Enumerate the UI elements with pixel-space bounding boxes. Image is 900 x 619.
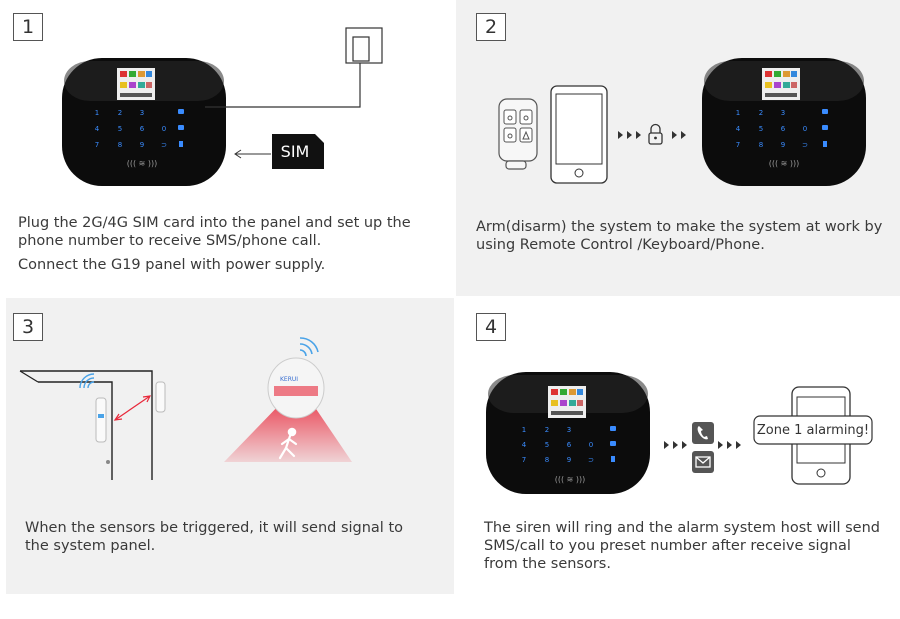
- alarm-panel-device: 1 2 3 4 5 6 0 7 8 9 ⊃ ((( ≋ ))): [702, 58, 866, 186]
- svg-text:3: 3: [140, 109, 144, 117]
- step-4-caption-line-2: SMS/call to you preset number after rece…: [484, 538, 851, 554]
- arm-lock-arrows: [618, 123, 686, 145]
- svg-text:5: 5: [759, 125, 763, 133]
- door-sensor-illustration: [19, 370, 166, 480]
- step-1-number: 1: [13, 13, 43, 41]
- step-3-number: 3: [13, 313, 43, 341]
- svg-text:5: 5: [118, 125, 122, 133]
- svg-text:3: 3: [781, 109, 785, 117]
- step-1-caption-line-2: phone number to receive SMS/phone call.: [18, 233, 322, 249]
- svg-text:1: 1: [95, 109, 99, 117]
- step-3-panel: [6, 298, 454, 594]
- remote-control-icon: [498, 98, 538, 170]
- svg-text:6: 6: [140, 125, 145, 133]
- svg-text:6: 6: [567, 441, 572, 449]
- svg-text:0: 0: [803, 125, 807, 133]
- brand-logo: KERUI: [280, 376, 298, 383]
- svg-text:7: 7: [95, 141, 99, 149]
- svg-text:((( ≋ ))): ((( ≋ ))): [127, 159, 158, 168]
- step-4-caption-line-1: The siren will ring and the alarm system…: [484, 520, 880, 536]
- svg-text:((( ≋ ))): ((( ≋ ))): [769, 159, 800, 168]
- step-4-caption-line-3: from the sensors.: [484, 556, 611, 572]
- svg-text:8: 8: [545, 456, 549, 464]
- power-adapter-cable: [205, 27, 383, 108]
- step-1-caption-line-1: Plug the 2G/4G SIM card into the panel a…: [18, 215, 411, 231]
- svg-text:2: 2: [759, 109, 763, 117]
- svg-text:2: 2: [545, 426, 549, 434]
- svg-text:9: 9: [140, 141, 144, 149]
- svg-text:4: 4: [522, 441, 527, 449]
- svg-text:⊃: ⊃: [161, 141, 167, 149]
- alarm-message: Zone 1 alarming!: [756, 423, 870, 438]
- sim-card: SIM: [272, 134, 324, 169]
- svg-text:3: 3: [567, 426, 571, 434]
- alarm-panel-device: 1 2 3 4 5 6 0 7 8 9 ⊃ ((( ≋ ))): [62, 58, 226, 186]
- svg-text:⊃: ⊃: [802, 141, 808, 149]
- svg-text:2: 2: [118, 109, 122, 117]
- svg-text:4: 4: [736, 125, 741, 133]
- step-3-caption-line-2: the system panel.: [25, 538, 156, 554]
- svg-text:8: 8: [759, 141, 763, 149]
- step-1-caption-line-3: Connect the G19 panel with power supply.: [18, 257, 326, 273]
- svg-text:0: 0: [589, 441, 593, 449]
- svg-text:7: 7: [736, 141, 740, 149]
- sim-label: SIM: [280, 142, 310, 161]
- svg-text:9: 9: [781, 141, 785, 149]
- arrow-left-icon: [234, 149, 271, 159]
- svg-text:0: 0: [162, 125, 166, 133]
- svg-text:6: 6: [781, 125, 786, 133]
- step-2-number: 2: [476, 13, 506, 41]
- step-2-caption-line-1: Arm(disarm) the system to make the syste…: [476, 219, 883, 235]
- svg-text:9: 9: [567, 456, 571, 464]
- phone-icon: [550, 85, 608, 184]
- svg-text:8: 8: [118, 141, 122, 149]
- sms-icon: [692, 451, 714, 473]
- step-3-caption-line-1: When the sensors be triggered, it will s…: [25, 520, 404, 536]
- svg-text:⊃: ⊃: [588, 456, 594, 464]
- svg-text:((( ≋ ))): ((( ≋ ))): [555, 475, 586, 484]
- call-icon: [692, 422, 714, 444]
- step-2-caption-line-2: using Remote Control /Keyboard/Phone.: [476, 237, 765, 253]
- svg-text:5: 5: [545, 441, 549, 449]
- phone-receiving-alarm: [753, 386, 873, 485]
- motion-sensor-illustration: KERUI: [224, 337, 352, 462]
- notification-arrows: [664, 441, 741, 449]
- alarm-panel-device: 1 2 3 4 5 6 0 7 8 9 ⊃ ((( ≋ ))): [486, 372, 650, 494]
- svg-text:4: 4: [95, 125, 100, 133]
- step-4-number: 4: [476, 313, 506, 341]
- svg-text:1: 1: [522, 426, 526, 434]
- svg-text:7: 7: [522, 456, 526, 464]
- svg-text:1: 1: [736, 109, 740, 117]
